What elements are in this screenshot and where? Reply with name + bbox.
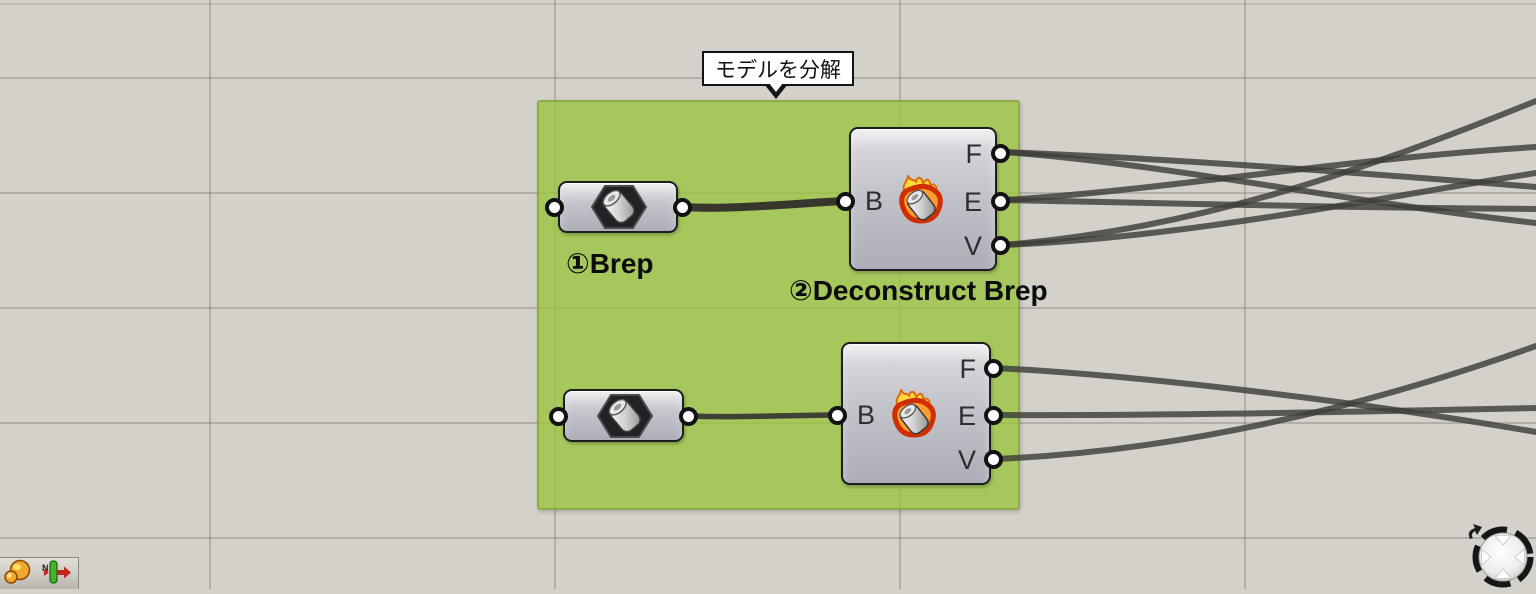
wire-bottom-E[interactable] — [992, 405, 1536, 419]
rotate-arrow-icon — [1468, 524, 1482, 539]
input-label-B: B — [865, 186, 884, 216]
output-label-V: V — [963, 231, 982, 261]
grid-line — [0, 3, 1536, 5]
deconstruct-brep-fire-icon — [893, 171, 951, 236]
deconstruct-brep-fire-icon — [886, 385, 944, 450]
canvas-corner-toolbar[interactable]: N — [0, 557, 79, 589]
deconstruct-top-output-E-port[interactable] — [991, 192, 1010, 211]
output-label-E: E — [963, 187, 982, 217]
deconstruct-top-label: ②Deconstruct Brep — [789, 275, 1048, 306]
pan-up-arrow — [1494, 535, 1512, 546]
deconstruct-brep-component-bottom[interactable]: B F E V — [828, 342, 1003, 485]
deconstruct-brep-component-top[interactable]: B F E V — [836, 127, 1010, 271]
output-label-F: F — [959, 354, 977, 384]
pan-down-arrow — [1494, 568, 1512, 579]
grid-line — [0, 537, 1536, 539]
canvas-navigation-sphere[interactable] — [1462, 521, 1536, 594]
wire-bottom-F[interactable] — [992, 365, 1536, 435]
deconstruct-bottom-output-V-port[interactable] — [984, 450, 1003, 469]
wire-top-F-2[interactable] — [1000, 149, 1536, 190]
group-name-text: モデルを分解 — [715, 58, 841, 82]
brep-top-output-port[interactable] — [545, 198, 564, 217]
callout-tail-inner — [769, 83, 783, 92]
pan-left-arrow — [1481, 548, 1492, 566]
output-label-V: V — [957, 445, 976, 475]
wire-top-E-1[interactable] — [1000, 144, 1536, 203]
deconstruct-bottom-input-B-port[interactable] — [828, 406, 847, 425]
output-label-F: F — [965, 139, 983, 169]
deconstruct-top-output-F-port[interactable] — [991, 144, 1010, 163]
navball-sphere — [1478, 532, 1528, 582]
brep-hexagon-icon — [594, 387, 656, 450]
brep-top-label: ①Brep — [566, 248, 654, 279]
wire-top-V-2[interactable] — [1000, 170, 1536, 248]
brep-hexagon-icon — [588, 178, 650, 241]
brep-component-top[interactable] — [545, 181, 692, 233]
wire-top-V-1[interactable] — [1000, 98, 1536, 248]
deconstruct-top-input-B-port[interactable] — [836, 192, 855, 211]
wire-bottom-V[interactable] — [992, 343, 1536, 462]
group-name-callout: モデルを分解 — [702, 51, 854, 99]
output-label-E: E — [957, 401, 976, 431]
deconstruct-bottom-output-F-port[interactable] — [984, 359, 1003, 378]
input-label-B: B — [857, 400, 876, 430]
spheres-icon[interactable] — [4, 559, 31, 584]
brep-top-output-port[interactable] — [673, 198, 692, 217]
pan-right-arrow — [1514, 548, 1525, 566]
brep-bottom-output-port[interactable] — [679, 407, 698, 426]
navball-ring — [1472, 526, 1534, 588]
deconstruct-top-output-V-port[interactable] — [991, 236, 1010, 255]
axis-n-icon[interactable]: N — [42, 560, 71, 584]
wire-brep-to-deconstruct-bottom[interactable] — [688, 412, 840, 420]
svg-text:N: N — [42, 563, 49, 573]
brep-component-bottom[interactable] — [549, 389, 698, 442]
wire-top-E-2[interactable] — [1000, 197, 1536, 212]
wire-brep-to-deconstruct-top[interactable] — [680, 197, 849, 212]
grid-line — [209, 0, 211, 589]
deconstruct-bottom-output-E-port[interactable] — [984, 406, 1003, 425]
brep-bottom-output-port[interactable] — [549, 407, 568, 426]
grid-line — [1244, 0, 1246, 589]
wire-top-F-1[interactable] — [1000, 149, 1536, 226]
